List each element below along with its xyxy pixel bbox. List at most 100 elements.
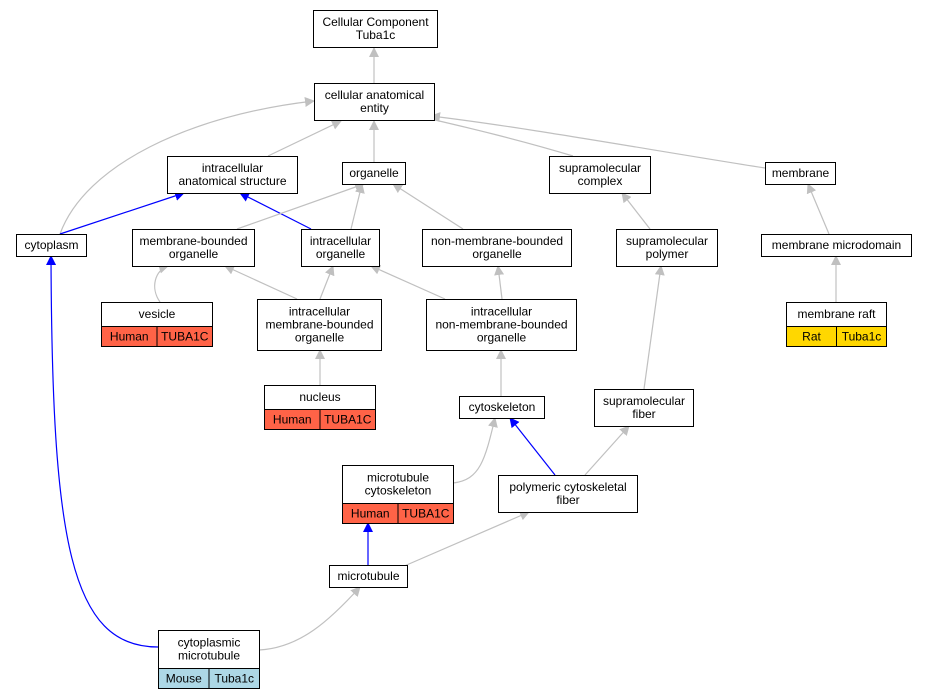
node-label-line: intracellular — [289, 305, 350, 319]
node-cytoplasm[interactable]: cytoplasm — [16, 234, 87, 257]
species-badge-label: Tuba1c — [214, 672, 254, 686]
species-badge-label: Human — [351, 507, 390, 521]
node-label-line: membrane — [772, 166, 830, 180]
edge-cytomt-to-microtubule — [258, 586, 361, 651]
edges-layer — [46, 47, 841, 651]
node-label-line: polymeric cytoskeletal — [509, 480, 626, 494]
node-box — [786, 302, 887, 327]
node-label-line: organelle — [349, 166, 399, 180]
node-box — [459, 396, 545, 419]
node-inmbo[interactable]: intracellularnon-membrane-boundedorganel… — [426, 299, 577, 351]
node-box — [314, 83, 435, 121]
edge-memmicro-to-membrane — [806, 183, 830, 235]
species-badge-label: TUBA1C — [161, 330, 209, 344]
species-badge-label: Human — [273, 413, 312, 427]
node-box — [594, 389, 694, 427]
node-label-line: membrane microdomain — [772, 238, 901, 252]
node-box — [167, 156, 298, 194]
species-badge-label: TUBA1C — [402, 507, 450, 521]
node-box — [257, 299, 382, 351]
node-label-line: supramolecular — [626, 234, 708, 248]
edge-inmbo-to-nmbo — [494, 265, 505, 300]
node-label-line: supramolecular — [603, 394, 685, 408]
node-box — [101, 302, 213, 327]
node-organelle[interactable]: organelle — [342, 162, 406, 185]
node-label-line: intracellular — [471, 305, 532, 319]
node-label-line: membrane-bounded — [265, 318, 373, 332]
edge-supfiber-to-suppolymer — [643, 265, 665, 390]
node-label-line: cytoplasm — [24, 238, 78, 252]
species-badge-label: Rat — [802, 330, 821, 344]
node-box — [498, 475, 638, 513]
node-label-line: polymer — [646, 247, 689, 261]
node-memmicro[interactable]: membrane microdomain — [761, 234, 912, 257]
species-badge-label: Tuba1c — [842, 330, 882, 344]
node-label-line: membrane-bounded — [139, 234, 247, 248]
node-label-line: microtubule — [367, 471, 429, 485]
species-badge-label: Mouse — [166, 672, 202, 686]
node-label-line: fiber — [632, 407, 655, 421]
node-label-line: Cellular Component — [322, 15, 429, 29]
node-membrane[interactable]: membrane — [765, 162, 836, 185]
species-badge — [319, 409, 376, 430]
node-box — [301, 229, 380, 267]
node-label-line: non-membrane-bounded — [431, 234, 563, 248]
edge-imbo-to-io — [319, 265, 335, 300]
node-box — [158, 630, 260, 669]
node-label-line: organelle — [316, 247, 366, 261]
node-label-line: organelle — [477, 331, 527, 345]
node-cytoskeleton[interactable]: cytoskeleton — [459, 396, 545, 419]
node-box — [329, 565, 408, 588]
node-microtubule[interactable]: microtubule — [329, 565, 408, 588]
node-box — [761, 234, 912, 257]
node-label-line: Tuba1c — [356, 28, 396, 42]
node-box — [422, 229, 572, 267]
node-box — [342, 465, 454, 504]
edge-cytoplasm-to-cae — [59, 97, 315, 235]
edge-suppolymer-to-supcomplex — [621, 192, 651, 230]
species-badge-label: TUBA1C — [324, 413, 372, 427]
edge-microtubule-to-pcf — [401, 510, 530, 568]
node-label-line: entity — [360, 101, 389, 115]
node-label-line: organelle — [169, 247, 219, 261]
edge-ias-to-cae — [267, 120, 342, 157]
edge-cytoplasm-to-ias — [59, 191, 185, 235]
species-badge — [156, 326, 213, 347]
node-label-line: cellular anatomical — [325, 88, 424, 102]
edge-io-to-organelle — [350, 183, 365, 230]
edge-membrane-to-cae — [430, 112, 766, 169]
edge-pcf-to-supfiber — [584, 425, 630, 476]
node-box — [313, 10, 438, 48]
node-label-line: complex — [578, 174, 623, 188]
node-label-line: intracellular — [310, 234, 371, 248]
node-box — [132, 229, 255, 267]
node-label-line: membrane raft — [797, 307, 876, 321]
node-box — [264, 385, 376, 410]
node-box — [765, 162, 836, 185]
node-box — [426, 299, 577, 351]
species-badge-label: Human — [110, 330, 149, 344]
edge-cytomt-to-cytoplasm — [46, 255, 159, 648]
node-label-line: anatomical structure — [178, 174, 286, 188]
node-box — [549, 156, 651, 194]
edge-mbo-to-organelle — [236, 182, 365, 230]
species-badge — [208, 668, 260, 689]
node-label-line: fiber — [556, 493, 579, 507]
